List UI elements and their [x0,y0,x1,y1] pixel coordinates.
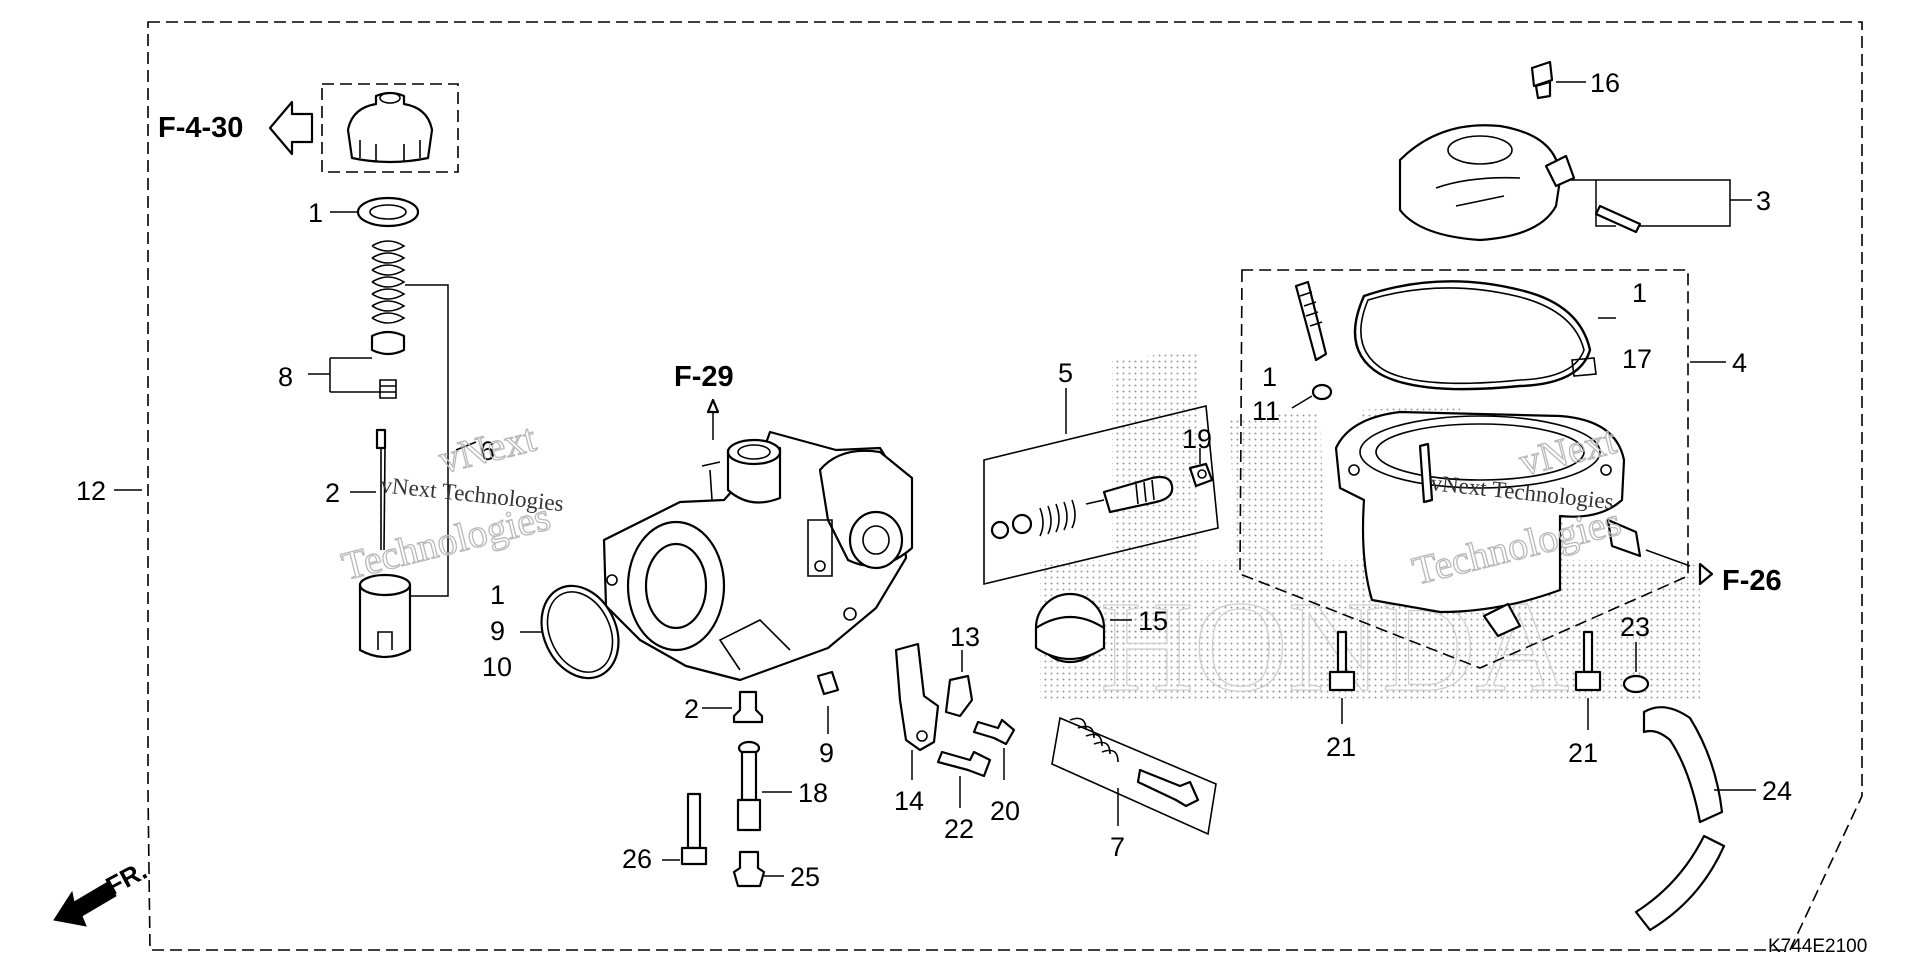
callout-22: 22 [944,814,974,844]
lever-clip-part [944,674,974,718]
watermark-small-left: vNext Technologies [379,472,564,516]
float-valve-part [1294,280,1328,362]
f4-30-arrow-icon [268,100,314,156]
callout-21b: 21 [1568,738,1598,768]
jet-needle-part [375,428,387,551]
screw-22-part [936,750,992,778]
callout-1-ring: 1 [308,198,323,228]
top-cap-part [346,91,434,164]
callout-13: 13 [950,622,980,652]
callout-3: 3 [1756,186,1771,216]
float-bowl-part [1334,410,1642,638]
callout-14: 14 [894,786,924,816]
callout-21a: 21 [1326,732,1356,762]
screw-20-part [972,718,1016,746]
kit-box-7 [1051,716,1217,836]
kit-7-parts [1069,717,1200,808]
float-bowl-box-4 [1239,269,1689,669]
callout-17: 17 [1622,344,1652,374]
throttle-valve-part [358,573,412,659]
nut-part [816,670,840,696]
ref-f26: F-26 [1722,565,1782,597]
kit-box-5 [983,405,1219,586]
callout-26: 26 [622,844,652,874]
top-cap-box [321,83,459,173]
ref-f4-30: F-4-30 [158,112,243,144]
pilot-screw-part [680,792,708,866]
float-bowl-gasket-part [540,584,620,680]
washer-11-part [1311,383,1333,401]
callout-1-gasket: 1 [490,580,505,610]
callout-2-needle: 2 [325,478,340,508]
hose-clip-part [1622,674,1650,694]
plug-16-part [1530,60,1554,100]
callout-12: 12 [76,476,106,506]
chamber-cover-part [1398,124,1576,242]
callout-11: 11 [1252,396,1280,426]
main-jet-part [732,690,764,724]
needle-jet-part [736,740,762,832]
ref-f29: F-29 [674,361,734,393]
callout-25: 25 [790,862,820,892]
callout-18: 18 [798,778,828,808]
needle-retainer-part [370,330,406,356]
callout-8: 8 [278,362,293,392]
assembly-boundary [147,21,1863,951]
callout-7: 7 [1110,832,1125,862]
pin-part [1594,204,1642,234]
callout-20: 20 [990,796,1020,826]
callout-23: 23 [1620,612,1650,642]
throttle-spring-part [371,240,406,324]
float-cap-part [1034,592,1106,664]
callout-1-washer: 1 [1262,362,1277,392]
front-direction-arrow-icon [53,881,117,927]
bowl-screw-21b-part [1574,630,1602,692]
drain-plug-part [732,850,766,888]
callout-1-bowl-gasket: 1 [1632,278,1647,308]
callout-10: 10 [482,652,512,682]
callout-6: 6 [480,436,495,466]
callout-5: 5 [1058,358,1073,388]
callout-15: 15 [1138,606,1168,636]
throttle-lever-part [894,642,940,752]
callout-9-gasket: 9 [490,616,505,646]
bowl-screw-21a-part [1328,630,1356,692]
diagram-code: K744E2100 [1768,936,1867,957]
callout-19: 19 [1182,424,1212,454]
o-ring-part [356,196,420,228]
kit-5-parts [990,462,1214,540]
callout-9-nut: 9 [819,738,834,768]
callout-24: 24 [1762,776,1792,806]
callout-4: 4 [1732,348,1747,378]
bowl-gasket-part [1353,280,1592,391]
callout-2-jet: 2 [684,694,699,724]
drain-hose-part [1634,706,1726,932]
callout-16: 16 [1590,68,1620,98]
carburetor-body-part [602,430,914,682]
svg-text:vNext: vNext [434,415,540,482]
